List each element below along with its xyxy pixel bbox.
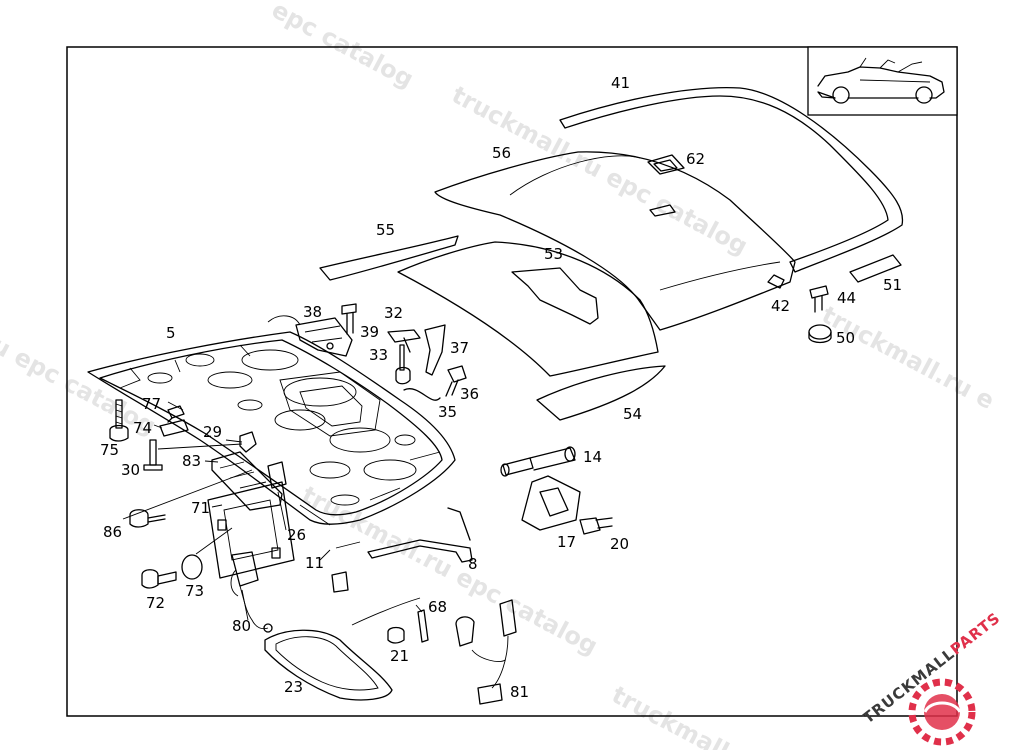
part-20-bolt [579,517,613,535]
part-32-bracket [387,329,421,353]
callout-37: 37 [450,339,469,357]
callout-44: 44 [837,289,856,307]
callout-73: 73 [185,582,204,600]
brand-name-part2: PARTS [947,609,1004,659]
part-33-bolt [395,344,411,385]
callout-56: 56 [492,144,511,162]
part-83-panel [211,451,283,511]
callout-38: 38 [303,303,322,321]
leader-lines [122,401,423,621]
watermark-text: truckmall.ru e [817,301,999,415]
callout-36: 36 [460,385,479,403]
part-73-nut [181,554,203,580]
part-26-bracket [267,461,287,489]
callout-68: 68 [428,598,447,616]
part-71-plate [207,481,295,579]
part-37-latch [424,324,446,376]
callout-41: 41 [611,74,630,92]
callout-54: 54 [623,405,642,423]
callout-55: 55 [376,221,395,239]
part-54-strip [536,365,666,421]
callout-32: 32 [384,304,403,322]
part-56-panel [434,151,796,331]
callout-14: 14 [583,448,602,466]
diagram-frame [66,46,958,717]
callout-75: 75 [100,441,119,459]
callout-33: 33 [369,346,388,364]
callout-62: 62 [686,150,705,168]
part-86-bolt [129,509,166,528]
part-81-harness [455,599,517,705]
part-50-nut [808,324,832,344]
callout-23: 23 [284,678,303,696]
watermark-text: truckmall.ru epc catalog [297,481,602,661]
callout-51: 51 [883,276,902,294]
callout-50: 50 [836,329,855,347]
callout-83: 83 [182,452,201,470]
part-55-strip [319,235,459,281]
part-17-hinge [521,475,581,531]
callout-26: 26 [287,526,306,544]
callout-35: 35 [438,403,457,421]
callout-74: 74 [133,419,152,437]
callout-81: 81 [510,683,529,701]
part-68-pin [417,609,429,643]
car-thumbnail [807,46,958,116]
part-11-sensor [331,541,361,593]
part-75-bolt [109,399,129,442]
part-21-nut [387,626,405,644]
callout-29: 29 [203,423,222,441]
callout-20: 20 [610,535,629,553]
part-74-clip [159,417,189,437]
part-29-clip [239,431,257,453]
part-23-lower-panel [264,629,393,701]
part-8-rod [367,507,473,563]
callout-5: 5 [166,324,176,342]
part-30-bolt [143,439,163,471]
callout-71: 71 [191,499,210,517]
part-42-clip [767,274,785,289]
callout-72: 72 [146,594,165,612]
part-77-clip [167,405,185,419]
callout-8: 8 [468,555,478,573]
part-14-gas-strut [500,446,576,477]
gear-icon [908,678,976,746]
part-72-bolt [141,569,177,589]
callout-30: 30 [121,461,140,479]
brand-logo: TRUCKMALLPARTS [859,609,1004,746]
callout-77: 77 [142,395,161,413]
callout-17: 17 [557,533,576,551]
callout-80: 80 [232,617,251,635]
callout-11: 11 [305,554,324,572]
part-5-lid-frame [87,331,456,526]
callout-86: 86 [103,523,122,541]
callout-42: 42 [771,297,790,315]
part-44-screw [809,285,829,313]
part-38-hinge-bracket [267,315,353,357]
part-51-pad [849,254,902,283]
callout-53: 53 [544,245,563,263]
part-62-frame [647,154,685,175]
callout-labels: 41 62 56 55 53 42 44 51 50 38 32 39 33 3… [100,74,902,701]
callout-39: 39 [360,323,379,341]
callout-21: 21 [390,647,409,665]
part-39-bolt [341,303,357,335]
part-35-spring [403,388,441,401]
part-53-headliner [397,241,659,377]
part-36-bolt [445,365,467,397]
